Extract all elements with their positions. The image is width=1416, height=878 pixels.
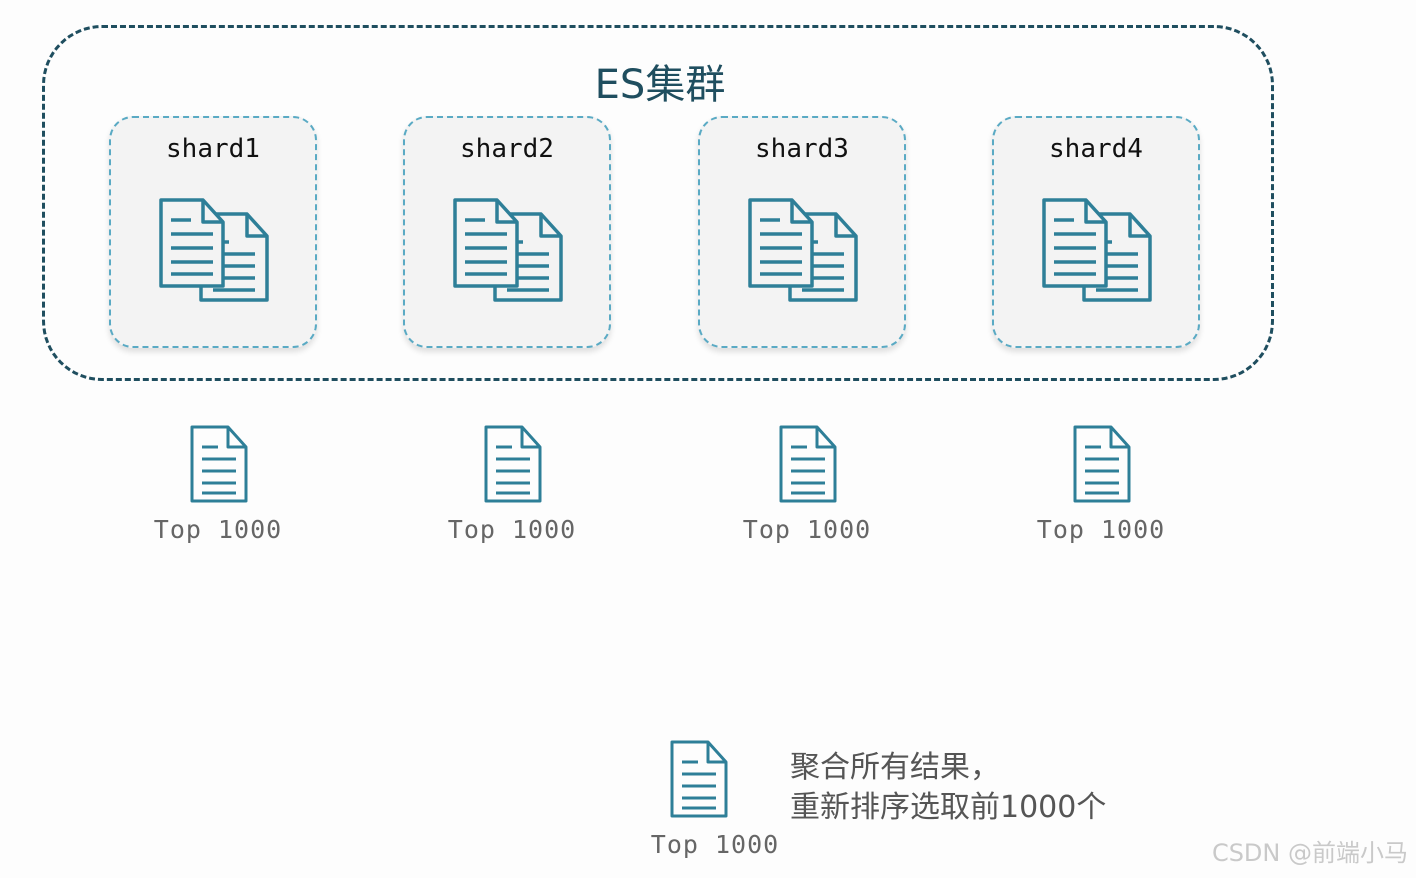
shard-label: shard1 — [166, 134, 260, 164]
documents-icon — [453, 198, 565, 306]
shard-box-2: shard2 — [403, 116, 611, 348]
shard-box-4: shard4 — [992, 116, 1200, 348]
documents-icon — [748, 198, 860, 306]
final-result-label: Top 1000 — [650, 830, 780, 859]
document-icon — [670, 740, 730, 818]
document-icon — [484, 425, 544, 503]
documents-icon — [159, 198, 271, 306]
cluster-title: ES集群 — [594, 62, 726, 108]
shard-label: shard2 — [460, 134, 554, 164]
shard-label: shard4 — [1049, 134, 1143, 164]
note-line-1: 聚合所有结果， — [790, 750, 1000, 785]
shard-box-3: shard3 — [698, 116, 906, 348]
aggregation-note: 聚合所有结果， 重新排序选取前1000个 — [790, 748, 1106, 828]
document-icon — [190, 425, 250, 503]
shard-result-1: Top 1000 — [118, 425, 318, 555]
document-icon — [779, 425, 839, 503]
documents-icon — [1042, 198, 1154, 306]
result-label: Top 1000 — [1036, 515, 1166, 544]
shard-box-1: shard1 — [109, 116, 317, 348]
result-label: Top 1000 — [153, 515, 283, 544]
final-result: Top 1000 — [640, 740, 790, 870]
result-label: Top 1000 — [742, 515, 872, 544]
es-cluster-container — [42, 25, 1274, 381]
shard-label: shard3 — [755, 134, 849, 164]
shard-result-2: Top 1000 — [412, 425, 612, 555]
shard-result-3: Top 1000 — [707, 425, 907, 555]
result-label: Top 1000 — [447, 515, 577, 544]
watermark: CSDN @前端小马 — [1211, 839, 1408, 867]
note-line-2: 重新排序选取前1000个 — [790, 790, 1107, 825]
document-icon — [1073, 425, 1133, 503]
shard-result-4: Top 1000 — [1001, 425, 1201, 555]
